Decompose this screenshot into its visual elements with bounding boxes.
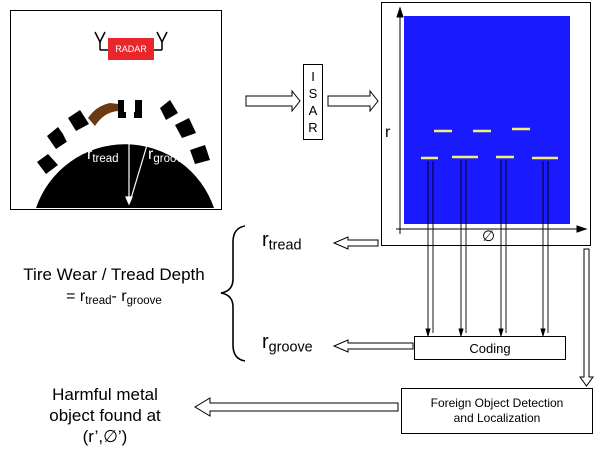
isar-box: I S A R (303, 64, 323, 140)
radar-antenna-right (154, 31, 168, 51)
formula-line-1: Tire Wear / Tread Depth (23, 265, 205, 284)
arrow-isar-to-plot (327, 89, 379, 113)
formula-eq-prefix: = r (66, 288, 86, 305)
arrow-to-harmful-object (194, 397, 399, 417)
formula-eq-sub-tread: tread (85, 294, 112, 307)
arrow-radar-to-isar (245, 89, 301, 113)
foreign-object-line-1: Foreign Object Detection (430, 396, 564, 410)
tire-r-tread-label: rtread (87, 146, 119, 165)
output-r-tread: rtread (262, 229, 302, 254)
r-tread-pointer (63, 134, 87, 154)
isar-letter-r: R (308, 120, 318, 135)
tire-r-tread-main: r (87, 146, 93, 163)
output-r-tread-sub: tread (268, 237, 302, 254)
output-r-groove-sub: groove (268, 339, 313, 356)
plot-y-axis-label: r (385, 124, 391, 141)
coding-label: Coding (469, 340, 511, 356)
result-line-3: (r’,∅’) (82, 427, 128, 446)
r-groove-arrow (129, 111, 159, 203)
output-r-groove: rgroove (262, 331, 313, 356)
harmful-object-result: Harmful metal object found at (r’,∅’) (20, 384, 190, 447)
tread-depth-formula: Tire Wear / Tread Depth = rtread- rgroov… (0, 265, 228, 307)
isar-letter-a: A (308, 103, 318, 118)
output-r-tread-main: r (262, 229, 269, 251)
tire-tread-blocks (37, 100, 210, 174)
coding-box: Coding (414, 336, 566, 360)
foreign-object-box: Foreign Object Detection and Localizatio… (401, 388, 593, 434)
isar-image-area (404, 16, 570, 224)
tire-r-groove-label: rgroove (148, 146, 189, 165)
isar-letter-s: S (308, 86, 318, 101)
radar-antenna-left (94, 31, 108, 51)
radar-box: RADAR (108, 38, 154, 60)
arrow-plot-to-foreign-object (579, 248, 594, 387)
formula-eq-mid: - r (111, 288, 127, 305)
tire-debris (88, 103, 118, 126)
tire-body (36, 144, 214, 208)
result-line-2: object found at (49, 406, 161, 425)
formula-eq-sub-groove: groove (126, 294, 162, 307)
arrow-to-r-groove (332, 339, 414, 353)
tire-r-tread-sub: tread (92, 152, 119, 165)
output-r-groove-main: r (262, 331, 269, 353)
isar-letter-i: I (311, 69, 315, 84)
plot-x-axis-label: ∅ (482, 228, 496, 245)
arrow-to-r-tread (332, 236, 379, 250)
tire-r-groove-sub: groove (153, 152, 189, 165)
foreign-object-line-2: and Localization (453, 411, 541, 425)
result-line-1: Harmful metal (52, 385, 158, 404)
tire-r-groove-main: r (148, 146, 154, 163)
curly-brace (220, 225, 246, 362)
formula-line-2: = rtread- rgroove (0, 288, 228, 307)
